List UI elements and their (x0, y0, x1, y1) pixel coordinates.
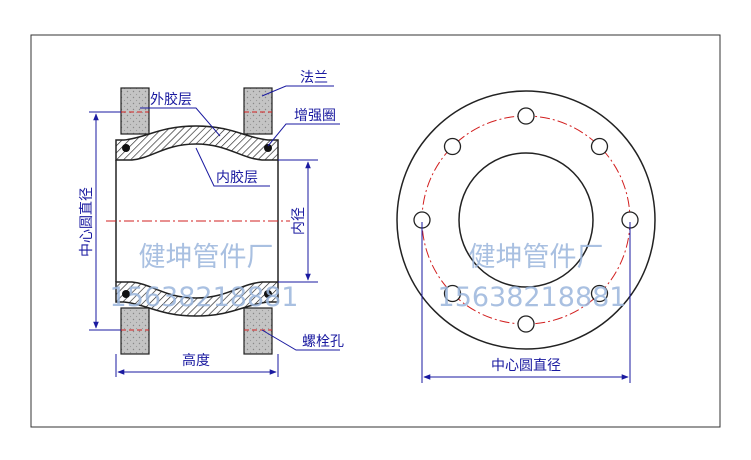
watermark-company-right: 健坤管件厂 (469, 242, 604, 273)
watermark-phone-right: 15638218881 (438, 282, 627, 313)
front-view (396, 90, 656, 350)
dimension-center-circle-left: 中心圆直径 (78, 111, 121, 331)
bolt-hole (590, 284, 609, 303)
bolt-hole (443, 137, 462, 156)
leader-bolt-hole: 螺栓孔 (261, 329, 344, 351)
label-inner-rubber: 内胶层 (216, 169, 258, 186)
label-reinforcement-ring: 增强圈 (294, 108, 336, 124)
bore-circle (458, 152, 594, 288)
leader-outer-rubber: 外胶层 (140, 91, 221, 137)
reinforcement-ring-tl (122, 144, 130, 152)
dimension-height: 高度 (115, 352, 279, 377)
reinforcement-ring-tr (264, 144, 272, 152)
flange-bottom-left (120, 307, 150, 355)
flange-outer-circle (396, 90, 656, 350)
label-center-circle-diameter-left: 中心圆直径 (78, 187, 95, 257)
flange-top-right (243, 87, 273, 135)
dimension-center-circle-right: 中心圆直径 (421, 222, 631, 383)
leader-reinforcement-ring: 增强圈 (267, 108, 340, 147)
label-outer-rubber: 外胶层 (150, 91, 192, 108)
flange-bottom-right (243, 307, 273, 355)
bolt-hole (443, 284, 462, 303)
leader-inner-rubber: 内胶层 (195, 147, 270, 187)
watermark-company-left: 健坤管件厂 (139, 242, 274, 273)
watermark-phone-left: 15638218881 (110, 282, 299, 313)
label-center-circle-diameter-right: 中心圆直径 (491, 357, 561, 374)
side-section-view (106, 87, 290, 355)
bolt-hole (517, 107, 535, 125)
bolt-holes (413, 107, 639, 333)
label-height: 高度 (182, 352, 210, 369)
label-flange: 法兰 (300, 70, 328, 86)
dimension-inner-diameter: 内径 (278, 159, 318, 283)
bolt-hole (517, 315, 535, 333)
reinforcement-ring-br (264, 290, 272, 298)
reinforcement-ring-bl (122, 290, 130, 298)
drawing-frame (30, 34, 721, 428)
flange-top-left (120, 87, 150, 135)
label-inner-diameter: 内径 (291, 207, 307, 235)
bolt-hole (590, 137, 609, 156)
leader-flange: 法兰 (261, 70, 334, 97)
label-bolt-hole: 螺栓孔 (302, 334, 344, 350)
